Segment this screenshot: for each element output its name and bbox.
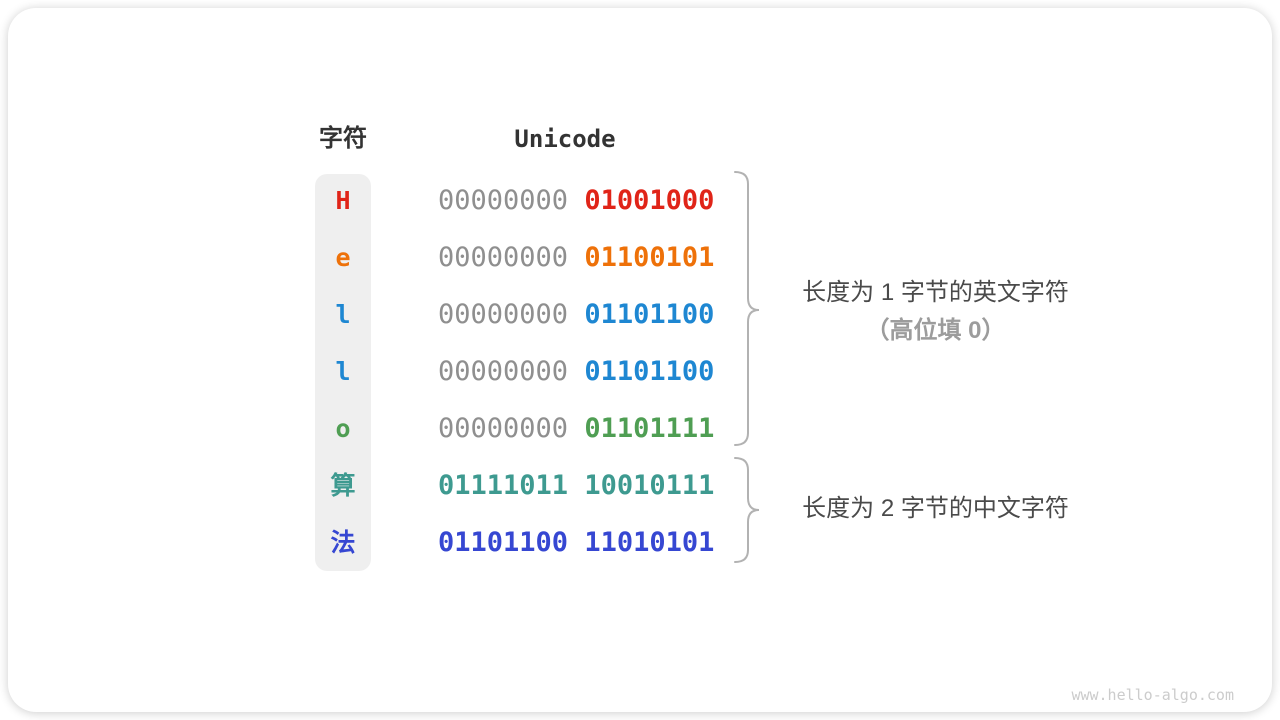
- table-row: 法 01101100 11010101: [8, 520, 1272, 565]
- table-row: H 00000000 01001000: [8, 178, 1272, 223]
- character-cell: e: [335, 243, 351, 272]
- brace-chinese-group: [734, 457, 760, 563]
- low-byte: 01001000: [584, 185, 715, 216]
- table-row: l 00000000 01101100: [8, 292, 1272, 337]
- table-row: l 00000000 01101100: [8, 349, 1272, 394]
- annotation-english-group: 长度为 1 字节的英文字符 （高位填 0）: [763, 276, 1108, 348]
- low-byte: 01101100: [584, 356, 715, 387]
- table-row: o 00000000 01101111: [8, 406, 1272, 451]
- character-cell: 法: [330, 528, 356, 557]
- high-byte: 00000000: [438, 185, 569, 216]
- character-cell: H: [335, 186, 351, 215]
- column-header-unicode: Unicode: [514, 125, 616, 153]
- unicode-binary-cell: 00000000 01101100: [438, 292, 758, 337]
- brace-english-group: [734, 171, 760, 446]
- column-header-char: 字符: [319, 125, 367, 152]
- grouping-braces: [734, 171, 760, 563]
- high-byte: 01111011: [438, 470, 569, 501]
- high-byte: 01101100: [438, 527, 569, 558]
- website-watermark: www.hello-algo.com: [1071, 686, 1234, 704]
- annotation-english-line1: 长度为 1 字节的英文字符: [802, 279, 1069, 306]
- high-byte: 00000000: [438, 299, 569, 330]
- unicode-binary-cell: 00000000 01100101: [438, 235, 758, 280]
- table-row: 算 01111011 10010111: [8, 463, 1272, 508]
- unicode-binary-cell: 00000000 01101111: [438, 406, 758, 451]
- unicode-binary-cell: 01111011 10010111: [438, 463, 758, 508]
- high-byte: 00000000: [438, 242, 569, 273]
- annotation-chinese-group: 长度为 2 字节的中文字符: [802, 495, 1069, 522]
- low-byte: 01101100: [584, 299, 715, 330]
- unicode-binary-cell: 00000000 01101100: [438, 349, 758, 394]
- low-byte: 01100101: [584, 242, 715, 273]
- character-cell: o: [335, 414, 351, 443]
- low-byte: 01101111: [584, 413, 715, 444]
- character-cell: l: [335, 357, 351, 386]
- table-row: e 00000000 01100101: [8, 235, 1272, 280]
- char-column-background: [315, 174, 371, 571]
- annotation-english-line2: （高位填 0）: [865, 317, 1006, 344]
- high-byte: 00000000: [438, 413, 569, 444]
- diagram-card: 字符 Unicode H 00000000 01001000 e 00000000 0…: [8, 8, 1272, 712]
- unicode-binary-cell: 01101100 11010101: [438, 520, 758, 565]
- character-cell: l: [335, 300, 351, 329]
- unicode-binary-cell: 00000000 01001000: [438, 178, 758, 223]
- character-cell: 算: [330, 471, 356, 500]
- low-byte: 11010101: [584, 527, 715, 558]
- low-byte: 10010111: [584, 470, 715, 501]
- high-byte: 00000000: [438, 356, 569, 387]
